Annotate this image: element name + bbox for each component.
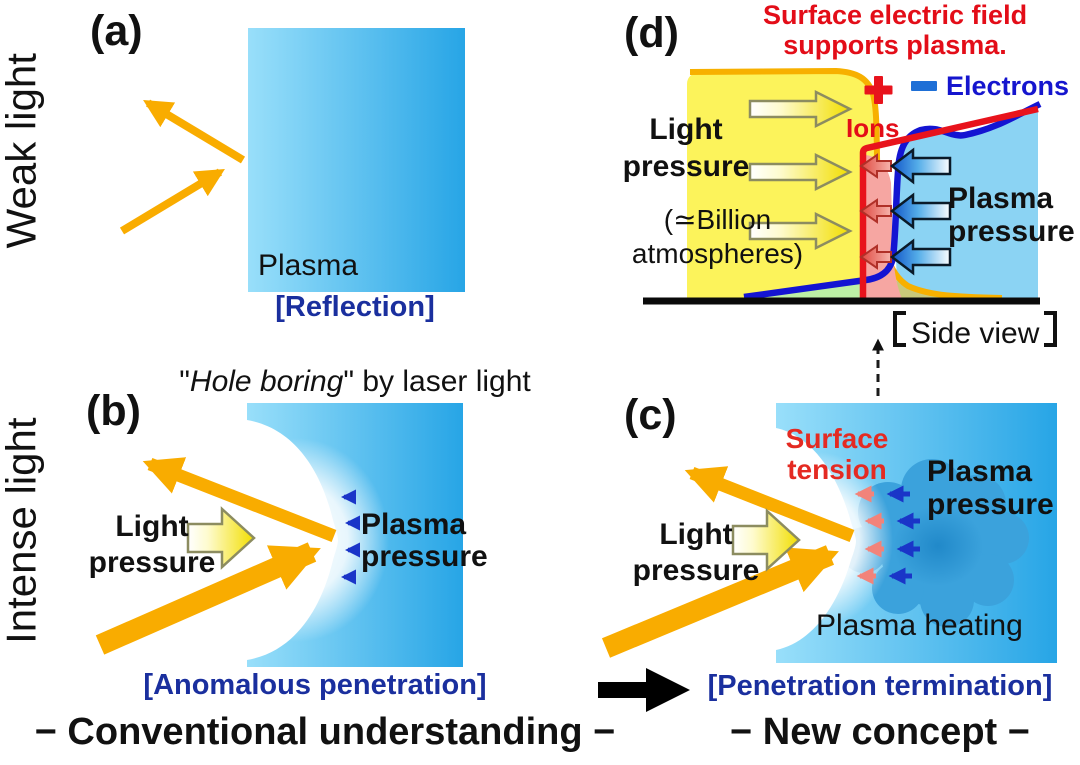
- light-pressure-label-c: Light pressure: [632, 518, 760, 587]
- surface-tension-label: Surface tension: [785, 423, 889, 485]
- electrons-label: Electrons: [946, 71, 1070, 101]
- light-pressure-label-b: Light pressure: [88, 510, 216, 579]
- panel-c-shapes: [601, 338, 1057, 663]
- transition-arrow-icon: [598, 668, 690, 712]
- light-pressure-arrow-c: [731, 508, 801, 572]
- hole-boring-note: "Hole boring" by laser light: [150, 365, 560, 398]
- row-label-weak-light: Weak light: [0, 53, 45, 249]
- plasma-block-a: [248, 28, 465, 292]
- panel-d-title: Surface electric field supports plasma.: [762, 0, 1028, 61]
- panel-a-shapes: [119, 28, 465, 292]
- panel-a-label: (a): [90, 7, 143, 55]
- incident-light-arrow-c: [601, 545, 839, 658]
- ion-front-line: [859, 105, 1039, 303]
- light-region: [687, 71, 1002, 301]
- reflected-light-arrow-b: [142, 457, 337, 543]
- plasma-label-a: Plasma: [258, 249, 359, 282]
- billion-atmospheres-note: (≃Billion atmospheres): [631, 204, 804, 269]
- row-label-intense-light: Intense light: [0, 417, 45, 644]
- panel-d-shapes: [643, 67, 1042, 305]
- light-pressure-label-d: Light pressure: [622, 113, 750, 183]
- plasma-pressure-label-c: Plasma pressure: [927, 455, 1054, 521]
- quote-open: ": [179, 365, 190, 398]
- reflected-light-arrow-a: [143, 99, 246, 164]
- hole-bite-c: [776, 428, 856, 650]
- incident-light-arrow-a: [119, 168, 225, 235]
- reflected-light-arrow-c: [684, 466, 855, 543]
- caption-reflection: [Reflection]: [275, 291, 435, 323]
- quote-rest: " by laser light: [343, 365, 531, 398]
- bracket-close-icon: [1044, 311, 1058, 347]
- plasma-pressure-arrows-d: [889, 147, 952, 276]
- bracket-open-icon: [893, 311, 906, 347]
- incident-light-arrow-b: [95, 542, 321, 655]
- plasma-pressure-label-b: Plasma pressure: [361, 508, 488, 573]
- side-view-label: Side view: [893, 311, 1058, 350]
- side-view-text: Side view: [911, 317, 1040, 350]
- plus-icon: [864, 76, 893, 104]
- light-pressure-arrows-d: [748, 89, 853, 251]
- caption-anomalous-penetration: [Anomalous penetration]: [143, 669, 487, 701]
- panel-d-label: (d): [624, 9, 679, 57]
- hole-boring-italic: Hole boring: [189, 365, 344, 398]
- ions-label: Ions: [846, 113, 900, 143]
- plasma-pressure-arrows-b: [340, 489, 361, 585]
- light-pressure-arrow-b: [186, 506, 256, 570]
- footer-conventional-understanding: − Conventional understanding −: [34, 711, 616, 753]
- panel-c-label: (c): [624, 391, 677, 439]
- hole-bite-b: [247, 420, 338, 660]
- panel-b-label: (b): [86, 387, 141, 435]
- panel-b-shapes: [95, 403, 463, 667]
- tension-pressure-arrow-pairs: [854, 485, 920, 585]
- plasma-pressure-label-d: Plasma pressure: [948, 182, 1075, 248]
- caption-penetration-termination: [Penetration termination]: [707, 670, 1053, 702]
- plasma-heating-label: Plasma heating: [816, 609, 1023, 642]
- minus-icon: [911, 81, 937, 91]
- footer-new-concept: − New concept −: [730, 711, 1030, 753]
